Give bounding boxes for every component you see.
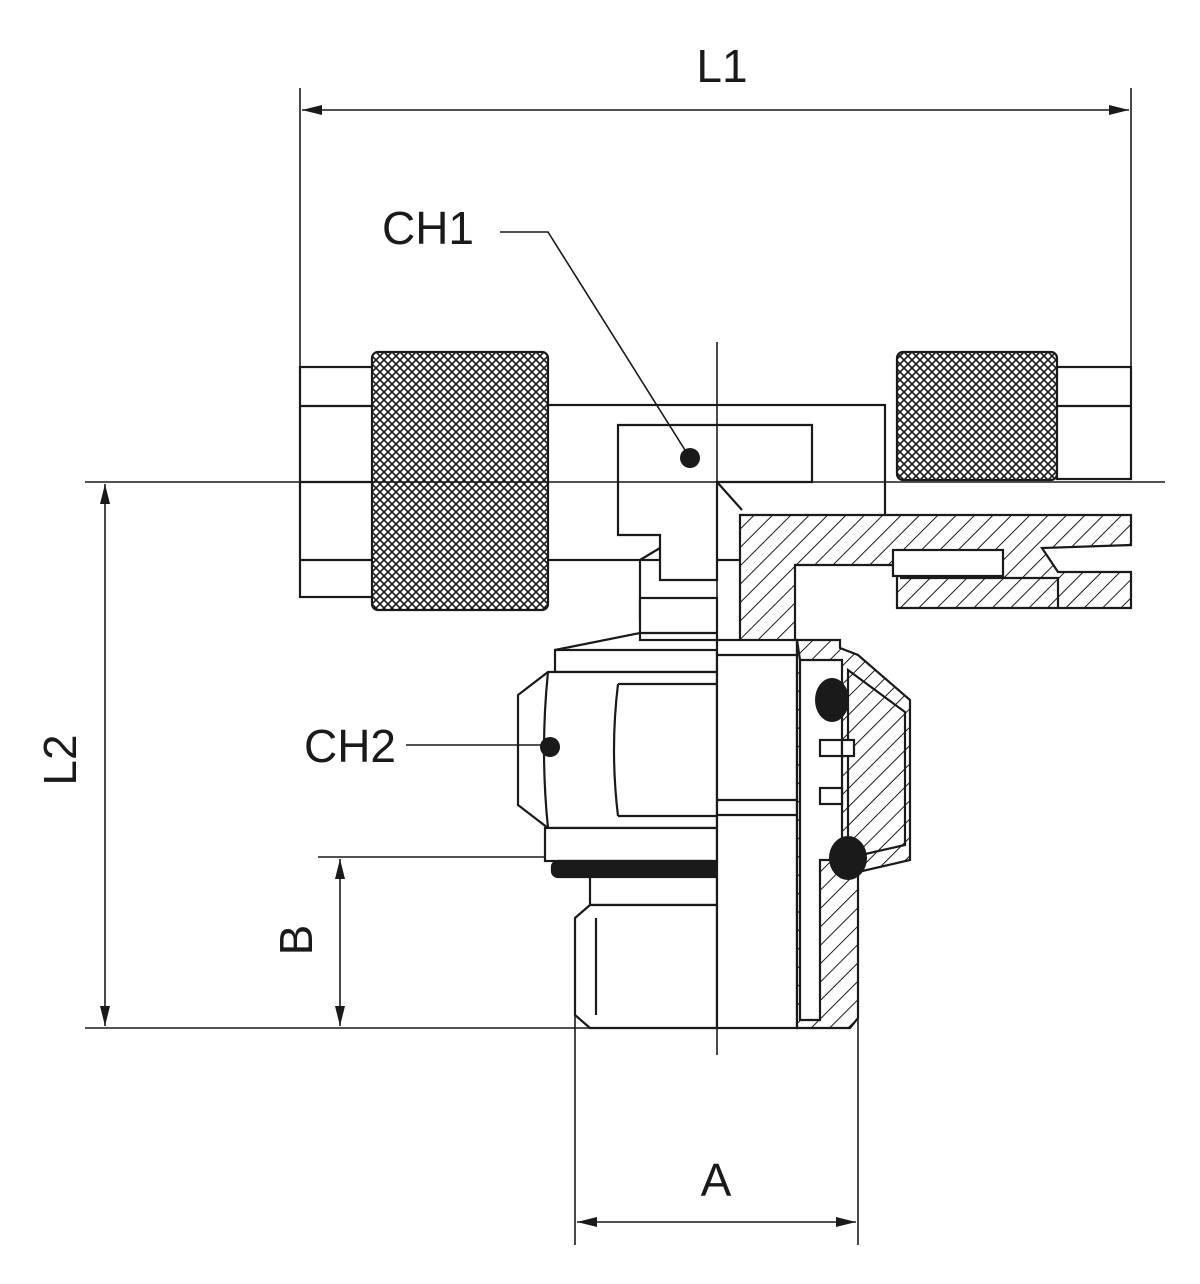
dimension-l2 (85, 484, 590, 1029)
label-a: A (701, 1154, 732, 1206)
lower-right-section (715, 638, 912, 1030)
right-knurled-nut (895, 350, 1059, 482)
ch2-leader-dot (540, 737, 560, 757)
label-ch1: CH1 (382, 202, 474, 254)
threaded-stud (573, 875, 719, 1030)
label-b: B (270, 925, 322, 956)
label-ch2: CH2 (304, 720, 396, 772)
label-l1: L1 (696, 40, 747, 92)
dimension-a (574, 1015, 859, 1245)
neck (553, 596, 719, 674)
collar (543, 826, 719, 879)
left-knurled-nut (370, 350, 550, 612)
leader-ch1 (500, 231, 691, 459)
centerlines (85, 342, 1165, 1055)
dimension-b (318, 856, 545, 1026)
dimension-l1 (299, 88, 1132, 367)
label-l2: L2 (34, 734, 86, 785)
right-section-hatching (738, 513, 1133, 650)
ch1-leader-dot (680, 448, 700, 468)
right-end-cap (1055, 365, 1133, 481)
